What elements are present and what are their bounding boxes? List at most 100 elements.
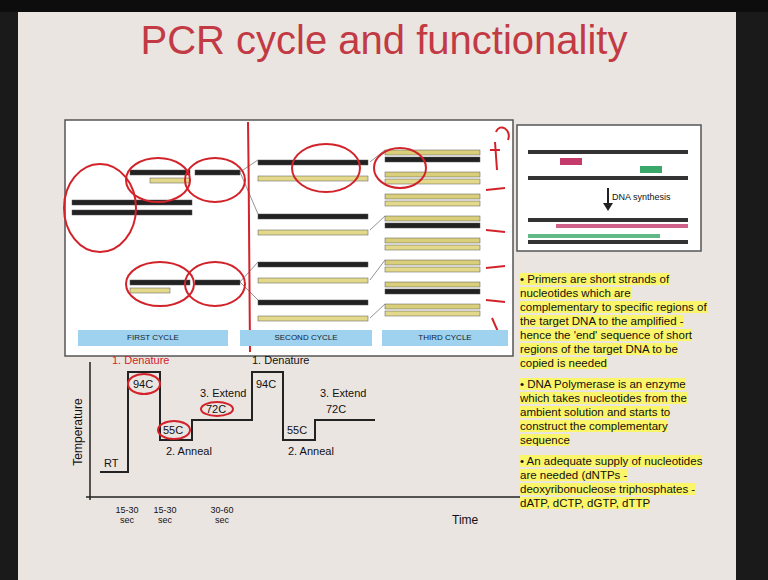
step-name: 3. Extend <box>200 387 246 400</box>
cycle-label: THIRD CYCLE <box>418 333 471 342</box>
temperature-value: 72C <box>206 403 226 416</box>
panel-caption: DNA synthesis <box>612 192 671 202</box>
art-stroke <box>195 170 240 175</box>
art-stroke <box>258 316 368 321</box>
cycle-band: THIRD CYCLE <box>382 330 508 346</box>
art-stroke <box>72 200 192 205</box>
art-stroke <box>370 260 385 280</box>
temperature-value: 94C <box>133 378 153 391</box>
axis-value: RT <box>104 457 118 470</box>
cycle-band: SECOND CYCLE <box>240 330 372 346</box>
highlighted-text: • Primers are short strands of nucleotid… <box>520 273 707 369</box>
art-stroke <box>72 210 192 215</box>
step-name: 2. Anneal <box>166 445 212 458</box>
temperature-profile <box>86 362 520 500</box>
art-stroke <box>258 262 368 267</box>
art-stroke <box>486 142 505 345</box>
synthesis-strands <box>528 150 688 244</box>
cycle-panel <box>65 120 513 356</box>
art-stroke <box>385 289 480 294</box>
art-stroke <box>195 280 240 285</box>
art-stroke <box>385 194 480 199</box>
art-stroke <box>385 238 480 243</box>
art-stroke <box>86 496 520 498</box>
temperature-value: 72C <box>326 403 346 416</box>
synthesis-panel <box>517 125 701 251</box>
art-stroke <box>258 230 368 235</box>
art-stroke <box>496 127 509 140</box>
art-stroke <box>385 216 480 221</box>
step-name: 1. Denature <box>252 354 309 367</box>
art-stroke <box>385 245 480 250</box>
art-stroke <box>603 203 613 211</box>
art-stroke <box>258 214 368 219</box>
bullet-note: • DNA Polymerase is an enzyme which take… <box>520 377 710 447</box>
art-stroke <box>560 158 582 165</box>
slide-title: PCR cycle and functionality <box>0 18 768 63</box>
art-stroke <box>130 280 190 285</box>
art-stroke <box>385 311 480 316</box>
art-stroke <box>248 122 250 352</box>
step-name: 1. Denature <box>112 354 169 367</box>
art-stroke <box>100 372 375 472</box>
temperature-value: 94C <box>256 378 276 391</box>
art-stroke <box>385 179 480 184</box>
duration-label: 15-30 sec <box>112 505 142 526</box>
art-stroke <box>385 304 480 309</box>
highlighted-text: • DNA Polymerase is an enzyme which take… <box>520 378 687 446</box>
art-stroke <box>258 160 368 165</box>
art-stroke <box>128 374 160 394</box>
art-stroke <box>640 166 662 173</box>
art-stroke <box>528 218 688 222</box>
temperature-value: 55C <box>287 424 307 437</box>
art-stroke <box>201 402 233 416</box>
art-stroke <box>385 267 480 272</box>
axis-title: Temperature <box>72 398 86 465</box>
art-stroke <box>374 148 426 188</box>
art-stroke <box>370 150 385 162</box>
art-stroke <box>185 158 245 202</box>
step-name: 2. Anneal <box>288 445 334 458</box>
axis-title: Time <box>452 514 478 528</box>
art-stroke <box>292 144 360 192</box>
duration-label: 15-30 sec <box>150 505 180 526</box>
art-stroke <box>89 362 91 500</box>
art-stroke <box>385 157 480 162</box>
art-stroke <box>126 158 190 202</box>
art-stroke <box>130 170 190 175</box>
art-stroke <box>126 262 194 306</box>
cycle-label: SECOND CYCLE <box>274 333 337 342</box>
bullet-note: • Primers are short strands of nucleotid… <box>520 272 710 370</box>
art-stroke <box>185 262 245 306</box>
step-name: 3. Extend <box>320 387 366 400</box>
screen-edge <box>0 0 768 12</box>
art-stroke <box>385 172 480 177</box>
art-stroke <box>385 201 480 206</box>
dna-strands <box>72 150 480 321</box>
art-stroke <box>385 282 480 287</box>
art-stroke <box>528 150 688 154</box>
art-stroke <box>158 421 190 439</box>
art-stroke <box>385 150 480 155</box>
hand-annotations <box>64 122 509 439</box>
cycle-band: FIRST CYCLE <box>78 330 228 346</box>
art-stroke <box>528 240 688 244</box>
art-stroke <box>528 234 660 238</box>
art-stroke <box>370 304 385 318</box>
art-stroke <box>64 164 136 252</box>
duration-label: 30-60 sec <box>207 505 237 526</box>
highlighted-text: • An adequate supply of nucleotides are … <box>520 455 702 509</box>
art-stroke <box>556 224 688 228</box>
art-stroke <box>130 288 170 293</box>
art-stroke <box>385 223 480 228</box>
slide-ground <box>18 12 736 580</box>
art-stroke <box>150 178 190 183</box>
art-stroke <box>258 176 368 181</box>
art-stroke <box>258 278 368 283</box>
art-stroke <box>385 260 480 265</box>
bullet-note: • An adequate supply of nucleotides are … <box>520 454 710 510</box>
cycle-label: FIRST CYCLE <box>127 333 179 342</box>
art-stroke <box>370 216 385 230</box>
temperature-value: 55C <box>163 424 183 437</box>
